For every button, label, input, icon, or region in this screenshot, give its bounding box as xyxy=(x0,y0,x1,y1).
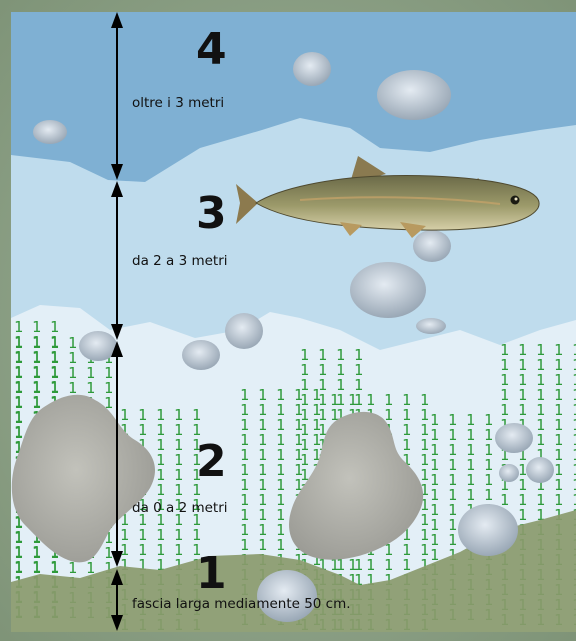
bubble-icon xyxy=(416,318,446,334)
zone-1-number: 1 xyxy=(196,552,227,596)
bubble-icon xyxy=(495,423,533,453)
zone-4-description: oltre i 3 metri xyxy=(132,95,224,111)
bubble-icon xyxy=(225,313,263,349)
zone-3-number: 3 xyxy=(196,192,227,236)
bubble-icon xyxy=(350,262,426,318)
zone-2-description: da 0 a 2 metri xyxy=(132,500,228,516)
bubble-icon xyxy=(182,340,220,370)
bubble-icon xyxy=(293,52,331,86)
bubble-icon xyxy=(377,70,451,120)
bubble-icon xyxy=(458,504,518,556)
bubble-icon xyxy=(413,230,451,262)
bubble-icon xyxy=(526,457,554,483)
zone-1-description: fascia larga mediamente 50 cm. xyxy=(132,596,351,612)
zone-4-number: 4 xyxy=(196,28,227,72)
zone-3-description: da 2 a 3 metri xyxy=(132,253,228,269)
zone-2-number: 2 xyxy=(196,440,227,484)
bubble-icon xyxy=(499,464,519,482)
bubble-icon xyxy=(33,120,67,144)
